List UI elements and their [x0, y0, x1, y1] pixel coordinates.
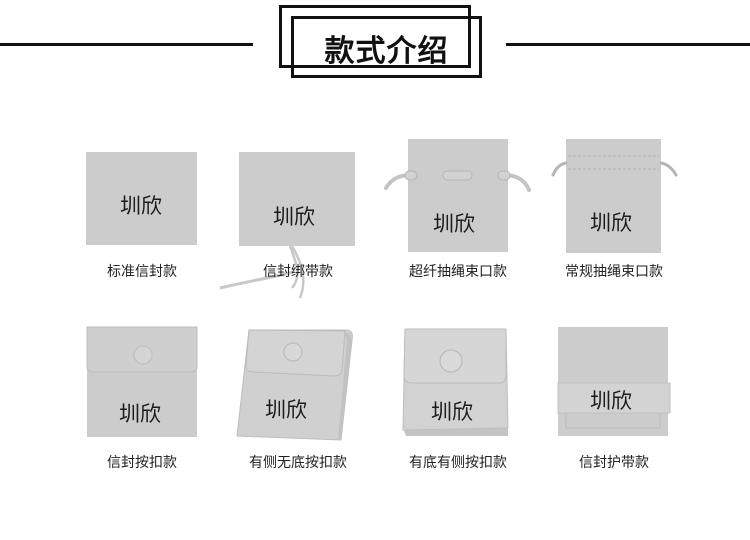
style-caption: 信封绑带款 [263, 264, 333, 280]
style-caption: 信封按扣款 [107, 455, 177, 471]
style-caption: 有侧无底按扣款 [249, 455, 347, 471]
brand-label: 圳欣 [120, 194, 162, 218]
envelope-band-sleeve-icon [558, 327, 668, 436]
brand-label: 圳欣 [273, 205, 315, 229]
style-caption: 有底有侧按扣款 [409, 455, 507, 471]
envelope-plain-icon [86, 152, 197, 245]
style-caption: 超纤抽绳束口款 [409, 264, 507, 280]
page-title: 款式介绍 [324, 33, 449, 69]
envelope-tie-string-icon [239, 152, 355, 246]
header-divider-left [0, 43, 253, 46]
style-caption: 标准信封款 [107, 264, 177, 280]
brand-label: 圳欣 [265, 398, 307, 422]
brand-label: 圳欣 [433, 212, 475, 236]
header-divider-right [506, 43, 750, 46]
style-caption: 信封护带款 [579, 455, 649, 471]
microfiber-drawstring-pouch-icon [408, 139, 508, 252]
brand-label: 圳欣 [431, 400, 473, 424]
style-caption: 常规抽绳束口款 [565, 264, 663, 280]
title-frame-back [279, 5, 471, 68]
title-frame-front [291, 16, 482, 78]
brand-label: 圳欣 [590, 389, 632, 413]
drawstring-pouch-icon [566, 139, 661, 253]
brand-label: 圳欣 [590, 211, 632, 235]
brand-label: 圳欣 [119, 402, 161, 426]
